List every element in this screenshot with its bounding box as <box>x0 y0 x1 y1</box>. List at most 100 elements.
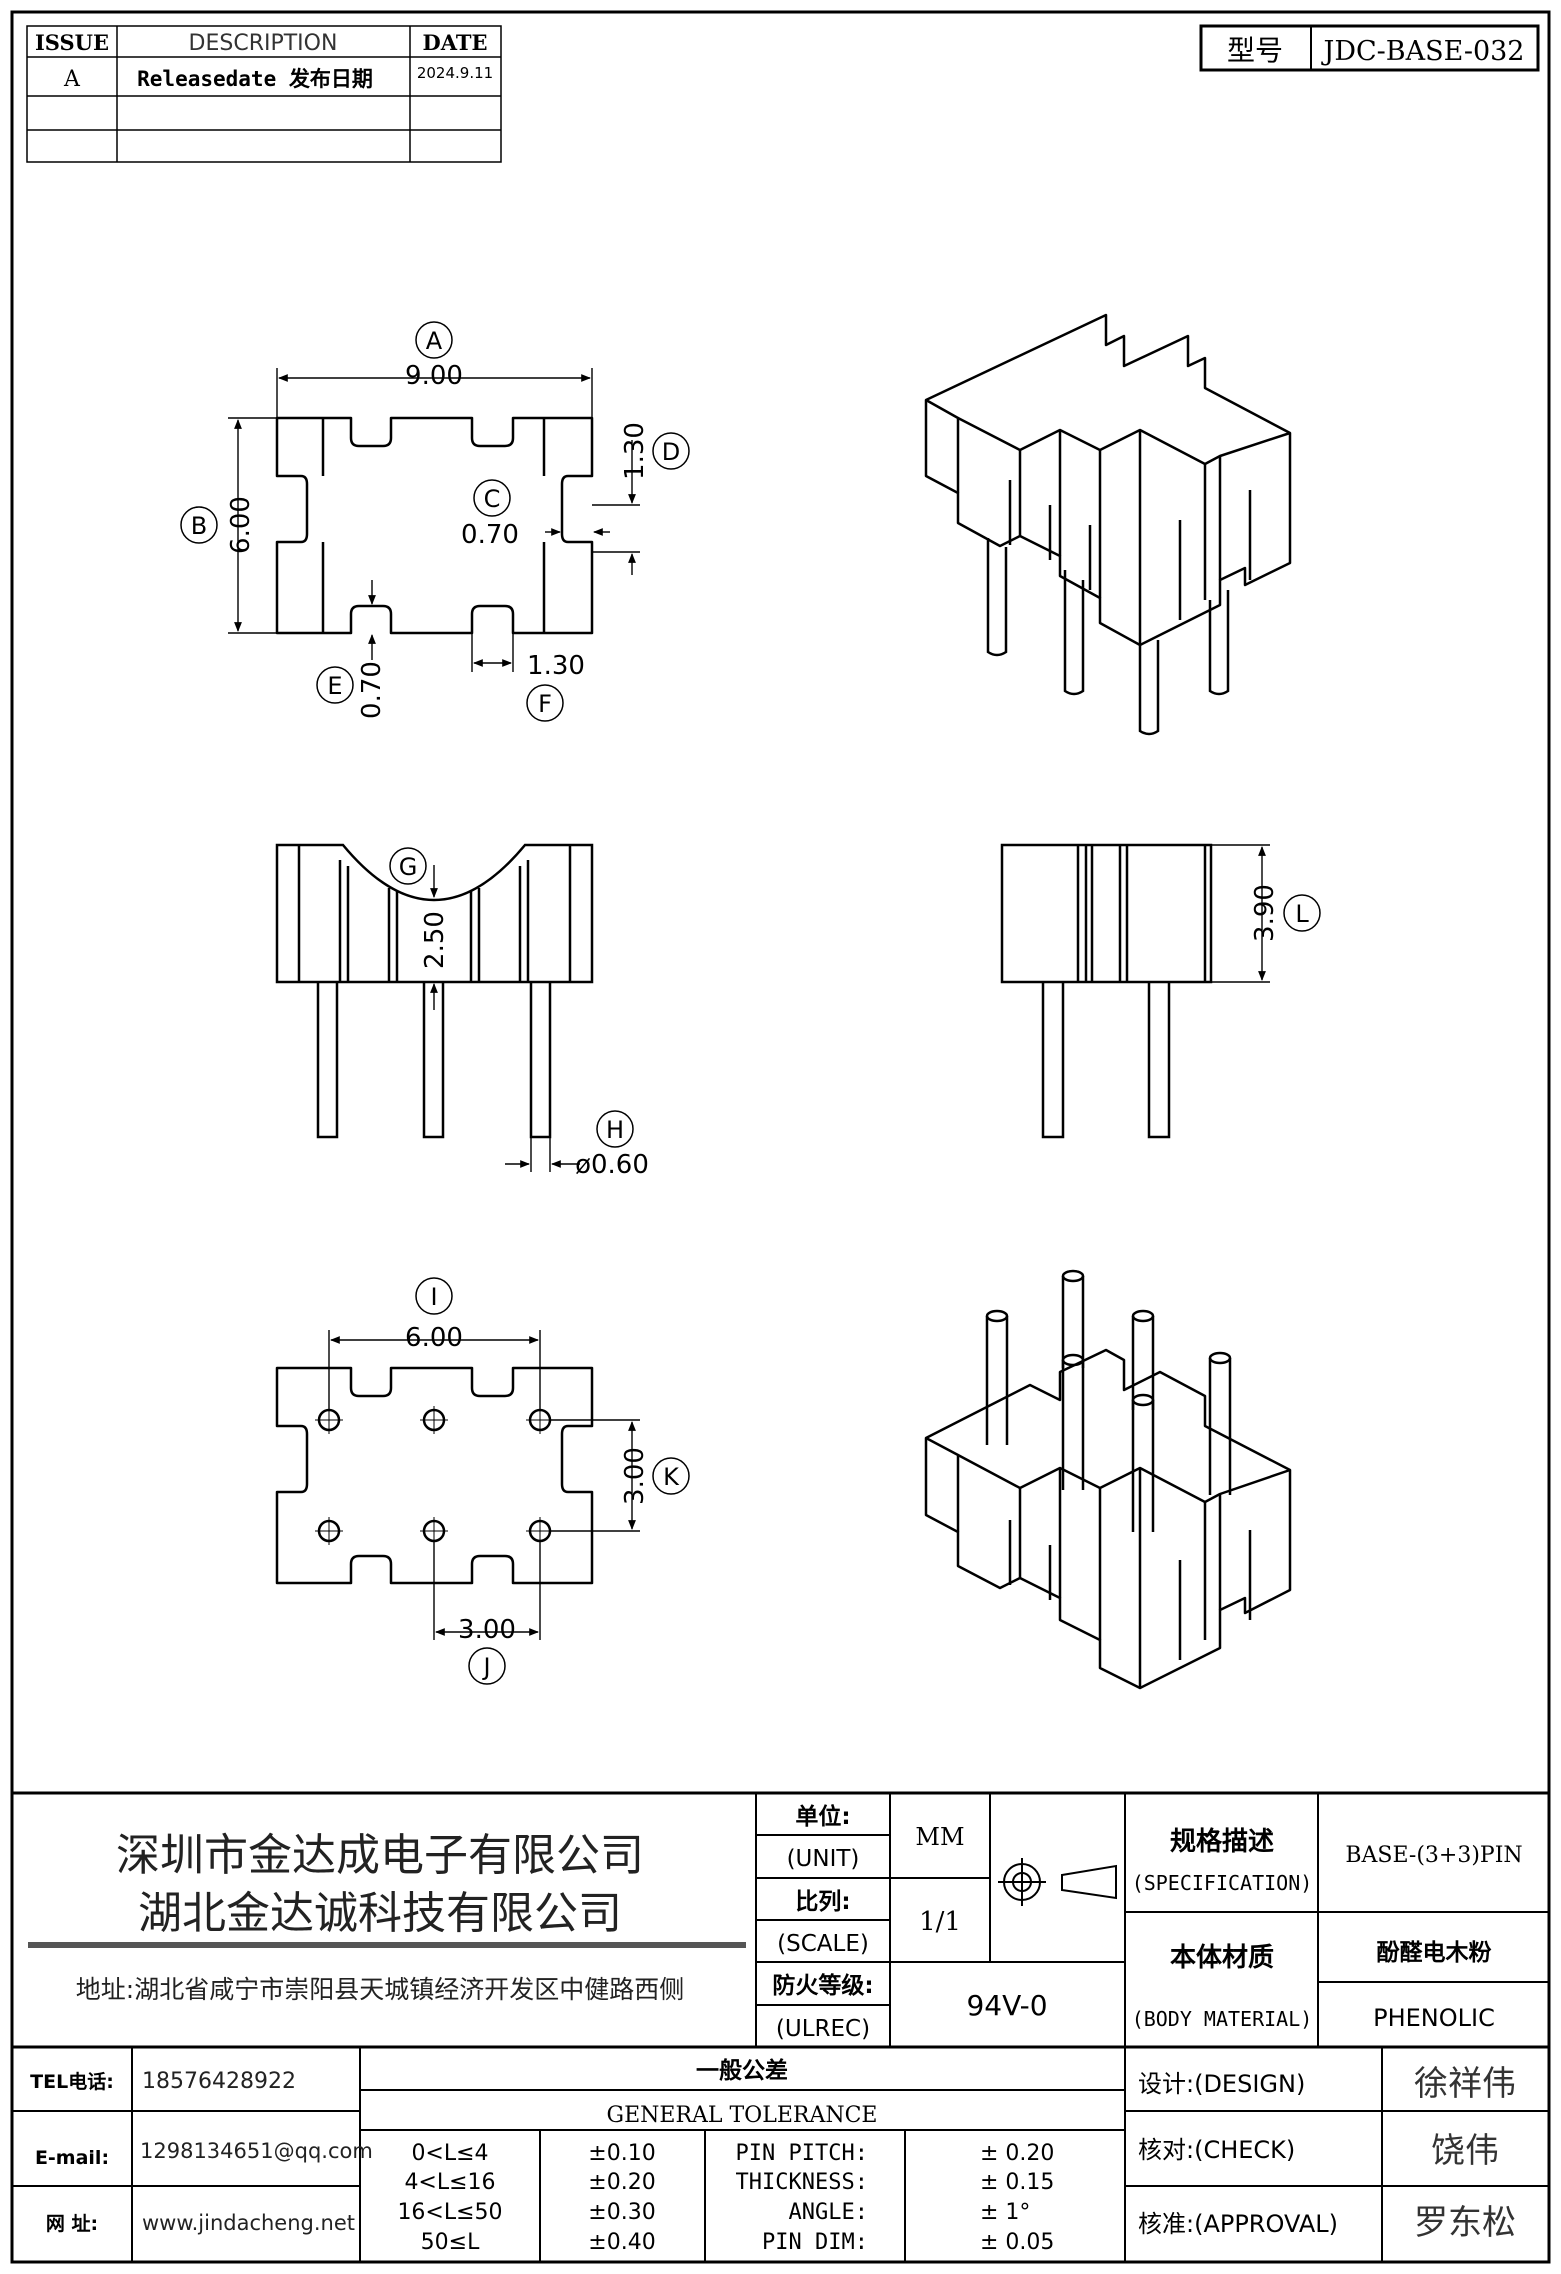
callout-j-circle <box>468 1647 506 1685</box>
spec-label-cn: 规格描述 <box>1170 1826 1274 1857</box>
tolerance-item-label: PIN PITCH: <box>736 2141 868 2166</box>
unit-value: MM <box>915 1823 964 1851</box>
callout-a-letter: A <box>426 327 443 355</box>
callout-i-circle <box>415 1277 453 1315</box>
model-label: 型号 <box>1227 34 1283 67</box>
isometric-bottom-pins <box>985 1269 1232 1532</box>
dim-c-value: 0.70 <box>461 520 519 550</box>
callout-l-letter: L <box>1295 900 1309 928</box>
tolerance-value: ±0.30 <box>588 2200 655 2225</box>
rev-issue-header: ISSUE <box>35 30 109 55</box>
dim-i-value: 6.00 <box>405 1323 463 1353</box>
tolerance-range: 0<L≤4 <box>411 2141 488 2166</box>
tolerance-range: 4<L≤16 <box>404 2170 495 2195</box>
tolerance-item-label: THICKNESS: <box>736 2170 868 2195</box>
company-name-1: 深圳市金达成电子有限公司 <box>116 1830 644 1881</box>
side-view-dimensions <box>1211 844 1270 983</box>
callout-e-letter: E <box>327 672 342 700</box>
callout-d-letter: D <box>662 438 680 466</box>
unit-label-en: (UNIT) <box>787 1846 860 1872</box>
design-label: 设计:(DESIGN) <box>1138 2070 1305 2098</box>
approval-name: 罗东松 <box>1414 2203 1516 2243</box>
callout-i-letter: I <box>430 1283 437 1311</box>
design-name: 徐祥伟 <box>1414 2064 1516 2104</box>
check-label: 核对:(CHECK) <box>1138 2136 1295 2164</box>
scale-value: 1/1 <box>919 1907 961 1937</box>
tolerance-item-value: ± 0.20 <box>980 2141 1054 2166</box>
unit-label-cn: 单位: <box>795 1803 850 1830</box>
projection-symbol-icon <box>998 1858 1117 1906</box>
title-block-lines <box>12 1791 1549 2262</box>
callout-b-letter: B <box>191 512 207 540</box>
callout-l-circle <box>1283 894 1321 932</box>
dim-f-value: 1.30 <box>527 651 585 681</box>
callout-k-letter: K <box>663 1463 680 1491</box>
rev-issue-cell: A <box>63 67 81 92</box>
dim-b-value: 6.00 <box>226 496 256 554</box>
check-name: 饶伟 <box>1431 2131 1499 2171</box>
material-label-cn: 本体材质 <box>1170 1943 1274 1973</box>
ulrec-label-en: (ULREC) <box>776 2016 870 2042</box>
sheet-border <box>10 10 1551 2264</box>
dim-g-value: 2.50 <box>420 911 450 969</box>
company-divider <box>28 1942 746 1948</box>
callout-g-letter: G <box>399 853 418 881</box>
company-address: 地址:湖北省咸宁市崇阳县天城镇经济开发区中健路西侧 <box>76 1975 684 2004</box>
tolerance-item-value: ± 0.05 <box>980 2230 1054 2255</box>
dim-d-value: 1.30 <box>620 422 650 480</box>
callout-g-circle <box>389 847 427 885</box>
callout-c-letter: C <box>484 485 501 513</box>
callout-j-letter: J <box>481 1653 490 1681</box>
spec-label-en: (SPECIFICATION) <box>1132 1871 1313 1895</box>
web-label: 网 址: <box>46 2213 98 2235</box>
tolerance-value: ±0.40 <box>588 2230 655 2255</box>
ulrec-value: 94V-0 <box>966 1989 1047 2022</box>
side-view <box>1000 843 1213 1139</box>
callout-f-circle <box>526 684 564 722</box>
front-view-dimensions <box>430 865 580 1172</box>
callout-d-circle <box>652 432 690 470</box>
dim-e-value: 0.70 <box>357 661 387 719</box>
top-view <box>275 416 594 635</box>
callout-a-circle <box>415 321 453 359</box>
dim-a-value: 9.00 <box>405 361 463 391</box>
ulrec-label-cn: 防火等级: <box>772 1972 873 1999</box>
email-value: 1298134651@qq.com <box>140 2139 373 2163</box>
model-box <box>1199 24 1540 72</box>
model-value: JDC-BASE-032 <box>1321 36 1525 67</box>
callout-e-circle <box>316 666 354 704</box>
material-value-cn: 酚醛电木粉 <box>1377 1940 1492 1966</box>
callout-c-circle <box>473 479 511 517</box>
dim-j-value: 3.00 <box>458 1615 516 1645</box>
rev-description-cell: Releasedate 发布日期 <box>137 67 373 91</box>
scale-label-en: (SCALE) <box>777 1931 869 1957</box>
tel-value: 18576428922 <box>142 2069 296 2094</box>
tolerance-item-value: ± 1° <box>980 2200 1030 2225</box>
email-label: E-mail: <box>35 2147 109 2169</box>
rev-date-cell: 2024.9.11 <box>417 64 493 82</box>
front-view <box>275 843 594 1139</box>
scale-label-cn: 比列: <box>795 1889 850 1915</box>
dim-h-value: ø0.60 <box>575 1150 649 1180</box>
dim-l-value: 3.90 <box>1250 884 1280 942</box>
tolerance-range: 50≤L <box>421 2230 480 2255</box>
approval-label: 核准:(APPROVAL) <box>1138 2210 1338 2238</box>
tolerance-range: 16<L≤50 <box>397 2200 502 2225</box>
rev-description-header: DESCRIPTION <box>189 31 338 56</box>
tolerance-value: ±0.20 <box>588 2170 655 2195</box>
top-view-dimensions <box>228 368 640 672</box>
callout-k-circle <box>652 1457 690 1495</box>
material-label-en: (BODY MATERIAL) <box>1132 2007 1313 2031</box>
bottom-view-dimensions <box>328 1330 640 1640</box>
company-name-2: 湖北金达诚科技有限公司 <box>138 1888 622 1939</box>
rev-date-header: DATE <box>423 30 488 55</box>
callout-h-letter: H <box>606 1116 624 1144</box>
callout-h-circle <box>596 1110 634 1148</box>
tolerance-title-cn: 一般公差 <box>696 2057 788 2084</box>
bottom-view-centerlines <box>315 1406 554 1545</box>
tolerance-title-en: GENERAL TOLERANCE <box>607 2103 878 2128</box>
callout-b-circle <box>180 506 218 544</box>
dim-k-value: 3.00 <box>620 1447 650 1505</box>
tolerance-value: ±0.10 <box>588 2141 655 2166</box>
